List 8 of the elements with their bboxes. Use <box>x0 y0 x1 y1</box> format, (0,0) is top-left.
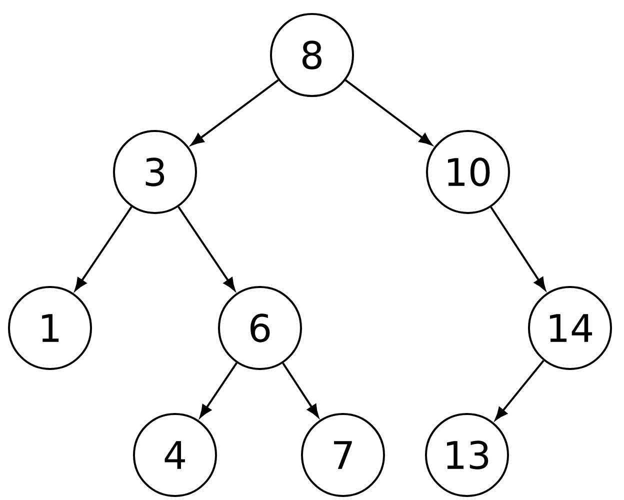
arrow <box>282 362 319 418</box>
arrow <box>200 362 238 418</box>
arrow <box>74 206 132 291</box>
arrow <box>190 79 279 146</box>
arrow <box>345 79 432 146</box>
arrow <box>490 206 546 290</box>
arrow <box>495 360 544 420</box>
arrow <box>178 206 236 291</box>
